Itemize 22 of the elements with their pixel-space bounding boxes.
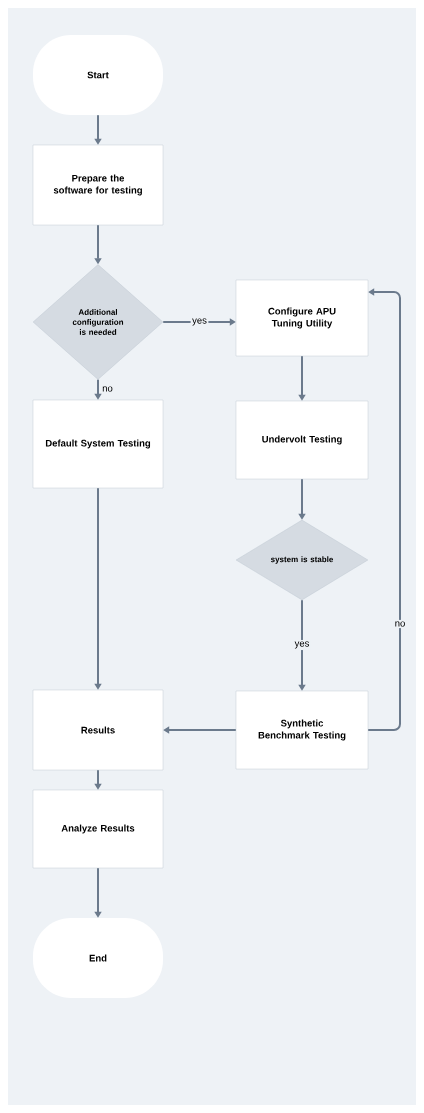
arrow [162, 318, 236, 326]
process-box: Prepare the software for testing [32, 144, 164, 226]
edge-label: yes [293, 639, 311, 651]
arrow [94, 867, 102, 918]
edge-label: no [102, 386, 113, 392]
arrow [367, 288, 401, 731]
arrow [298, 599, 306, 691]
process-box: Undervolt Testing [235, 400, 369, 480]
process-box: Default System Testing [32, 399, 164, 489]
process-box: Configure APU Tuning Utility [235, 279, 369, 357]
arrow [94, 487, 102, 690]
arrow [298, 478, 306, 520]
process-box: Synthetic Benchmark Testing [235, 690, 369, 770]
arrow [163, 726, 237, 734]
arrow [94, 769, 102, 790]
arrow [94, 114, 102, 145]
arrow [298, 355, 306, 401]
edge-label: no [393, 619, 407, 629]
arrow [94, 378, 102, 400]
edge-label: yes [190, 316, 209, 328]
process-box: Results [32, 689, 164, 771]
process-box: Analyze Results [32, 789, 164, 869]
